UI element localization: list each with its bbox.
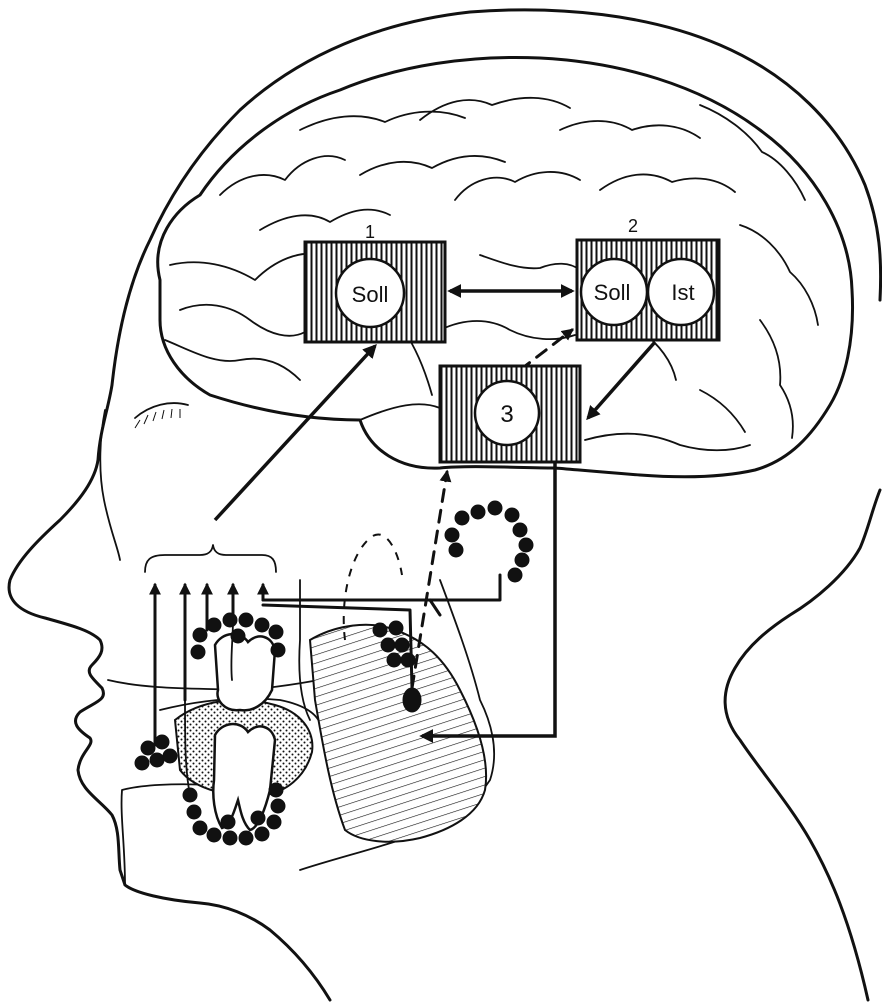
- head-outline: [7, 8, 882, 1002]
- receptor-cluster-lip: [134, 734, 178, 771]
- box-1-circle-label: Soll: [352, 282, 389, 307]
- control-box-1: Soll 1: [303, 222, 447, 344]
- brace: [144, 544, 277, 573]
- teeth: [173, 632, 314, 832]
- dashed-arrow-spindle-to-box-3: [410, 469, 452, 690]
- control-box-3: 3: [438, 364, 582, 464]
- lower-tooth: [212, 722, 277, 832]
- box-2-circle-label-soll: Soll: [594, 280, 631, 305]
- dashed-arrow-box-3-to-box-2: [518, 328, 574, 372]
- ear: [99, 409, 121, 561]
- receptor-cluster-joint: [444, 500, 534, 583]
- afferent-arrows: [149, 582, 269, 796]
- receptor-spindle: [402, 687, 422, 713]
- upper-tooth: [213, 632, 277, 712]
- arrow-box-2-to-box-3: [586, 340, 657, 421]
- receptor-clusters: [134, 500, 534, 846]
- feedback-lines: [261, 573, 502, 690]
- eye: [134, 402, 189, 429]
- brain-outline: [156, 55, 855, 479]
- box-3-circle-label: 3: [500, 401, 513, 428]
- arrow-box-3-to-muscle: [419, 462, 557, 743]
- box-1-number: 1: [365, 222, 375, 242]
- receptor-cluster-upper-periodontal: [190, 612, 286, 660]
- control-box-2: Soll Ist 2: [575, 216, 721, 342]
- box-2-number: 2: [628, 216, 638, 236]
- receptor-cluster-lower-periodontal: [182, 782, 286, 846]
- arrow-afferent-to-box-1: [213, 343, 377, 522]
- pathway-arrows: [213, 284, 657, 743]
- box-2-circle-label-ist: Ist: [671, 280, 694, 305]
